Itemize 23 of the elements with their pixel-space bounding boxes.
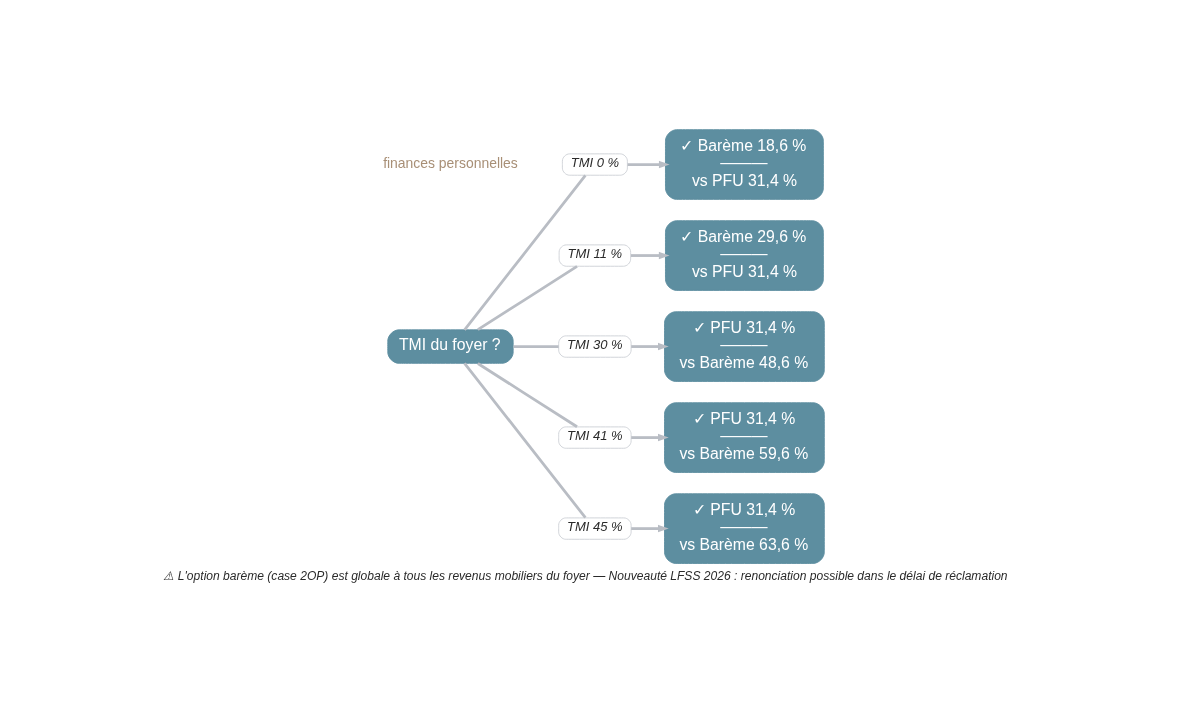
node-box: TMI 41 % bbox=[558, 426, 632, 449]
connector bbox=[463, 362, 587, 519]
arrow bbox=[631, 342, 669, 351]
arrow bbox=[631, 524, 669, 533]
node-box: ✓ PFU 31,4 % ——— vs Barème 63,6 % bbox=[664, 493, 825, 564]
node-box: TMI 11 % bbox=[558, 244, 632, 267]
node-box: ✓ Barème 29,6 % ——— vs PFU 31,4 % bbox=[665, 220, 824, 291]
connector bbox=[463, 174, 587, 331]
connector bbox=[477, 265, 578, 331]
node-box: ✓ PFU 31,4 % ——— vs Barème 59,6 % bbox=[664, 402, 825, 473]
connector bbox=[477, 362, 578, 428]
node-box: ✓ Barème 18,6 % ——— vs PFU 31,4 % bbox=[665, 129, 824, 200]
node-box: TMI 0 % bbox=[561, 153, 628, 176]
node-box: TMI 30 % bbox=[558, 335, 632, 358]
connector bbox=[513, 345, 559, 348]
node-box: TMI 45 % bbox=[558, 517, 632, 540]
node-box: ✓ PFU 31,4 % ——— vs Barème 48,6 % bbox=[664, 311, 825, 382]
label: finances personnelles bbox=[383, 154, 518, 171]
arrow bbox=[630, 251, 670, 260]
node-box: TMI du foyer ? bbox=[387, 329, 514, 364]
caption: ⚠ L'option barème (case 2OP) est globale à tous les revenus mobiliers du foyer — Nouveauté LFSS 2026 : renonciation possible dans le délai de réclamation bbox=[163, 568, 1008, 583]
arrow bbox=[631, 433, 669, 442]
arrow bbox=[627, 160, 670, 169]
